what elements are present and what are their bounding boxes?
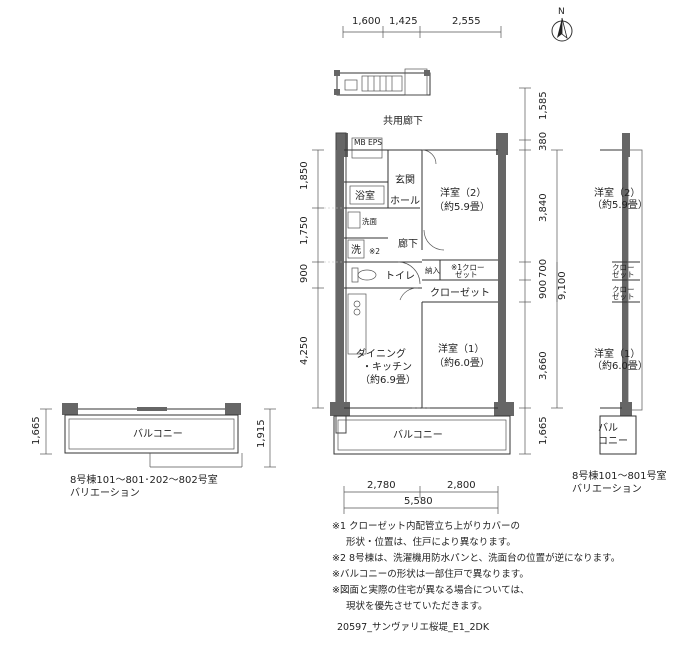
western-room-2-area: （約5.9畳） <box>434 200 490 213</box>
top-dim-2: 1,425 <box>389 16 418 27</box>
bottom-dim-3: 5,580 <box>404 496 433 507</box>
note-line-1: ※1 クローゼット内配管立ち上がりカバーの <box>332 520 520 532</box>
left-dim-4: 4,250 <box>299 336 310 365</box>
closet-note1-label-2: ゼット <box>455 269 478 279</box>
right-dimension-bar <box>519 87 563 455</box>
right-room1-label: 洋室（1） <box>594 347 640 360</box>
right-unit-variant <box>599 133 643 455</box>
interior-walls <box>344 137 498 409</box>
bottom-dimension-bar <box>343 486 499 514</box>
left-variant-dim-1: 1,665 <box>31 416 42 445</box>
right-room1-area: （約6.0畳） <box>592 359 648 372</box>
right-dim-7: 3,660 <box>538 351 549 380</box>
genkan-label: 玄関 <box>395 173 415 186</box>
note-line-4: ※バルコニーの形状は一部住戸で異なります。 <box>332 568 529 580</box>
common-corridor-label: 共用廊下 <box>383 114 423 127</box>
storage-label: 納入 <box>425 265 440 275</box>
right-dim-1: 1,585 <box>538 91 549 120</box>
right-closet1-label: クロー <box>612 263 635 272</box>
right-dim-6: 9,100 <box>557 271 568 300</box>
left-variant-caption-2: バリエーション <box>70 487 140 499</box>
washer-label: 洗 <box>351 244 361 256</box>
right-room2-label: 洋室（2） <box>594 186 640 199</box>
left-variant-caption: 8号棟101～801･202～802号室 <box>70 473 218 486</box>
left-balcony-variant <box>40 403 276 468</box>
note2-mark: ※2 <box>369 247 380 256</box>
right-closet2-label: クロー <box>612 285 635 294</box>
top-dimension-bar: 1,600 1,425 2,555 <box>342 16 502 38</box>
left-dim-1: 1,850 <box>299 161 310 190</box>
left-variant-dim-2: 1,915 <box>256 419 267 448</box>
right-room2-area: （約5.9畳） <box>592 198 648 211</box>
left-dim-2: 1,750 <box>299 216 310 245</box>
right-dim-5: 700 <box>538 259 549 278</box>
top-dim-1: 1,600 <box>352 16 381 27</box>
corridor-detail <box>334 68 431 96</box>
north-arrow-icon: N <box>551 7 573 42</box>
balcony-label: バルコニー <box>393 429 443 441</box>
note-line-6: 現状を優先させていただきます。 <box>346 600 488 612</box>
western-room-1-area: （約6.0畳） <box>434 356 490 369</box>
dining-kitchen-area: （約6.9畳） <box>360 373 416 386</box>
right-dim-8: 1,665 <box>538 416 549 445</box>
western-room-2-label: 洋室（2） <box>440 186 486 199</box>
note-line-3: ※2 8号棟は、洗濯機用防水パンと、洗面台の位置が逆になります。 <box>332 552 620 564</box>
right-closet1-label-2: ゼット <box>612 269 635 279</box>
dining-kitchen-label: ダイニング <box>356 347 406 360</box>
north-label: N <box>558 7 565 17</box>
toilet-label: トイレ <box>385 271 415 282</box>
bottom-dim-1: 2,780 <box>367 480 396 491</box>
left-balcony-label: バルコニー <box>133 428 183 440</box>
left-dimension-bar <box>312 149 344 409</box>
right-variant-caption: 8号棟101～801号室 <box>572 469 667 482</box>
note-line-5: ※図面と実際の住宅が異なる場合については、 <box>332 584 530 596</box>
main-walls <box>330 132 514 455</box>
mb-eps-label: MB EPS <box>354 138 382 147</box>
western-room-1-label: 洋室（1） <box>438 342 484 355</box>
corridor-label: 廊下 <box>398 237 418 250</box>
right-balcony-label: バル <box>598 422 618 434</box>
note-line-2: 形状・位置は、住戸により異なります。 <box>346 536 516 548</box>
bottom-dim-2: 2,800 <box>447 480 476 491</box>
bathroom-label: 浴室 <box>355 189 375 202</box>
right-dim-4: 900 <box>538 280 549 299</box>
top-dim-3: 2,555 <box>452 16 481 27</box>
right-balcony-label-2: コニー <box>598 436 628 447</box>
closet-label: クローゼット <box>430 287 490 299</box>
closet-note1-label: ※1クロー <box>451 263 485 272</box>
right-dim-3: 3,840 <box>538 193 549 222</box>
dining-kitchen-label-2: ・キッチン <box>362 361 412 373</box>
right-closet2-label-2: ゼット <box>612 291 635 301</box>
right-dim-2: 380 <box>538 132 549 151</box>
washroom-label: 洗面 <box>362 216 377 226</box>
footer-code: 20597_サンヴァリエ桜堤_E1_2DK <box>337 621 490 633</box>
right-variant-caption-2: バリエーション <box>572 483 642 495</box>
hall-label: ホール <box>390 195 420 207</box>
left-dim-3: 900 <box>299 264 310 283</box>
